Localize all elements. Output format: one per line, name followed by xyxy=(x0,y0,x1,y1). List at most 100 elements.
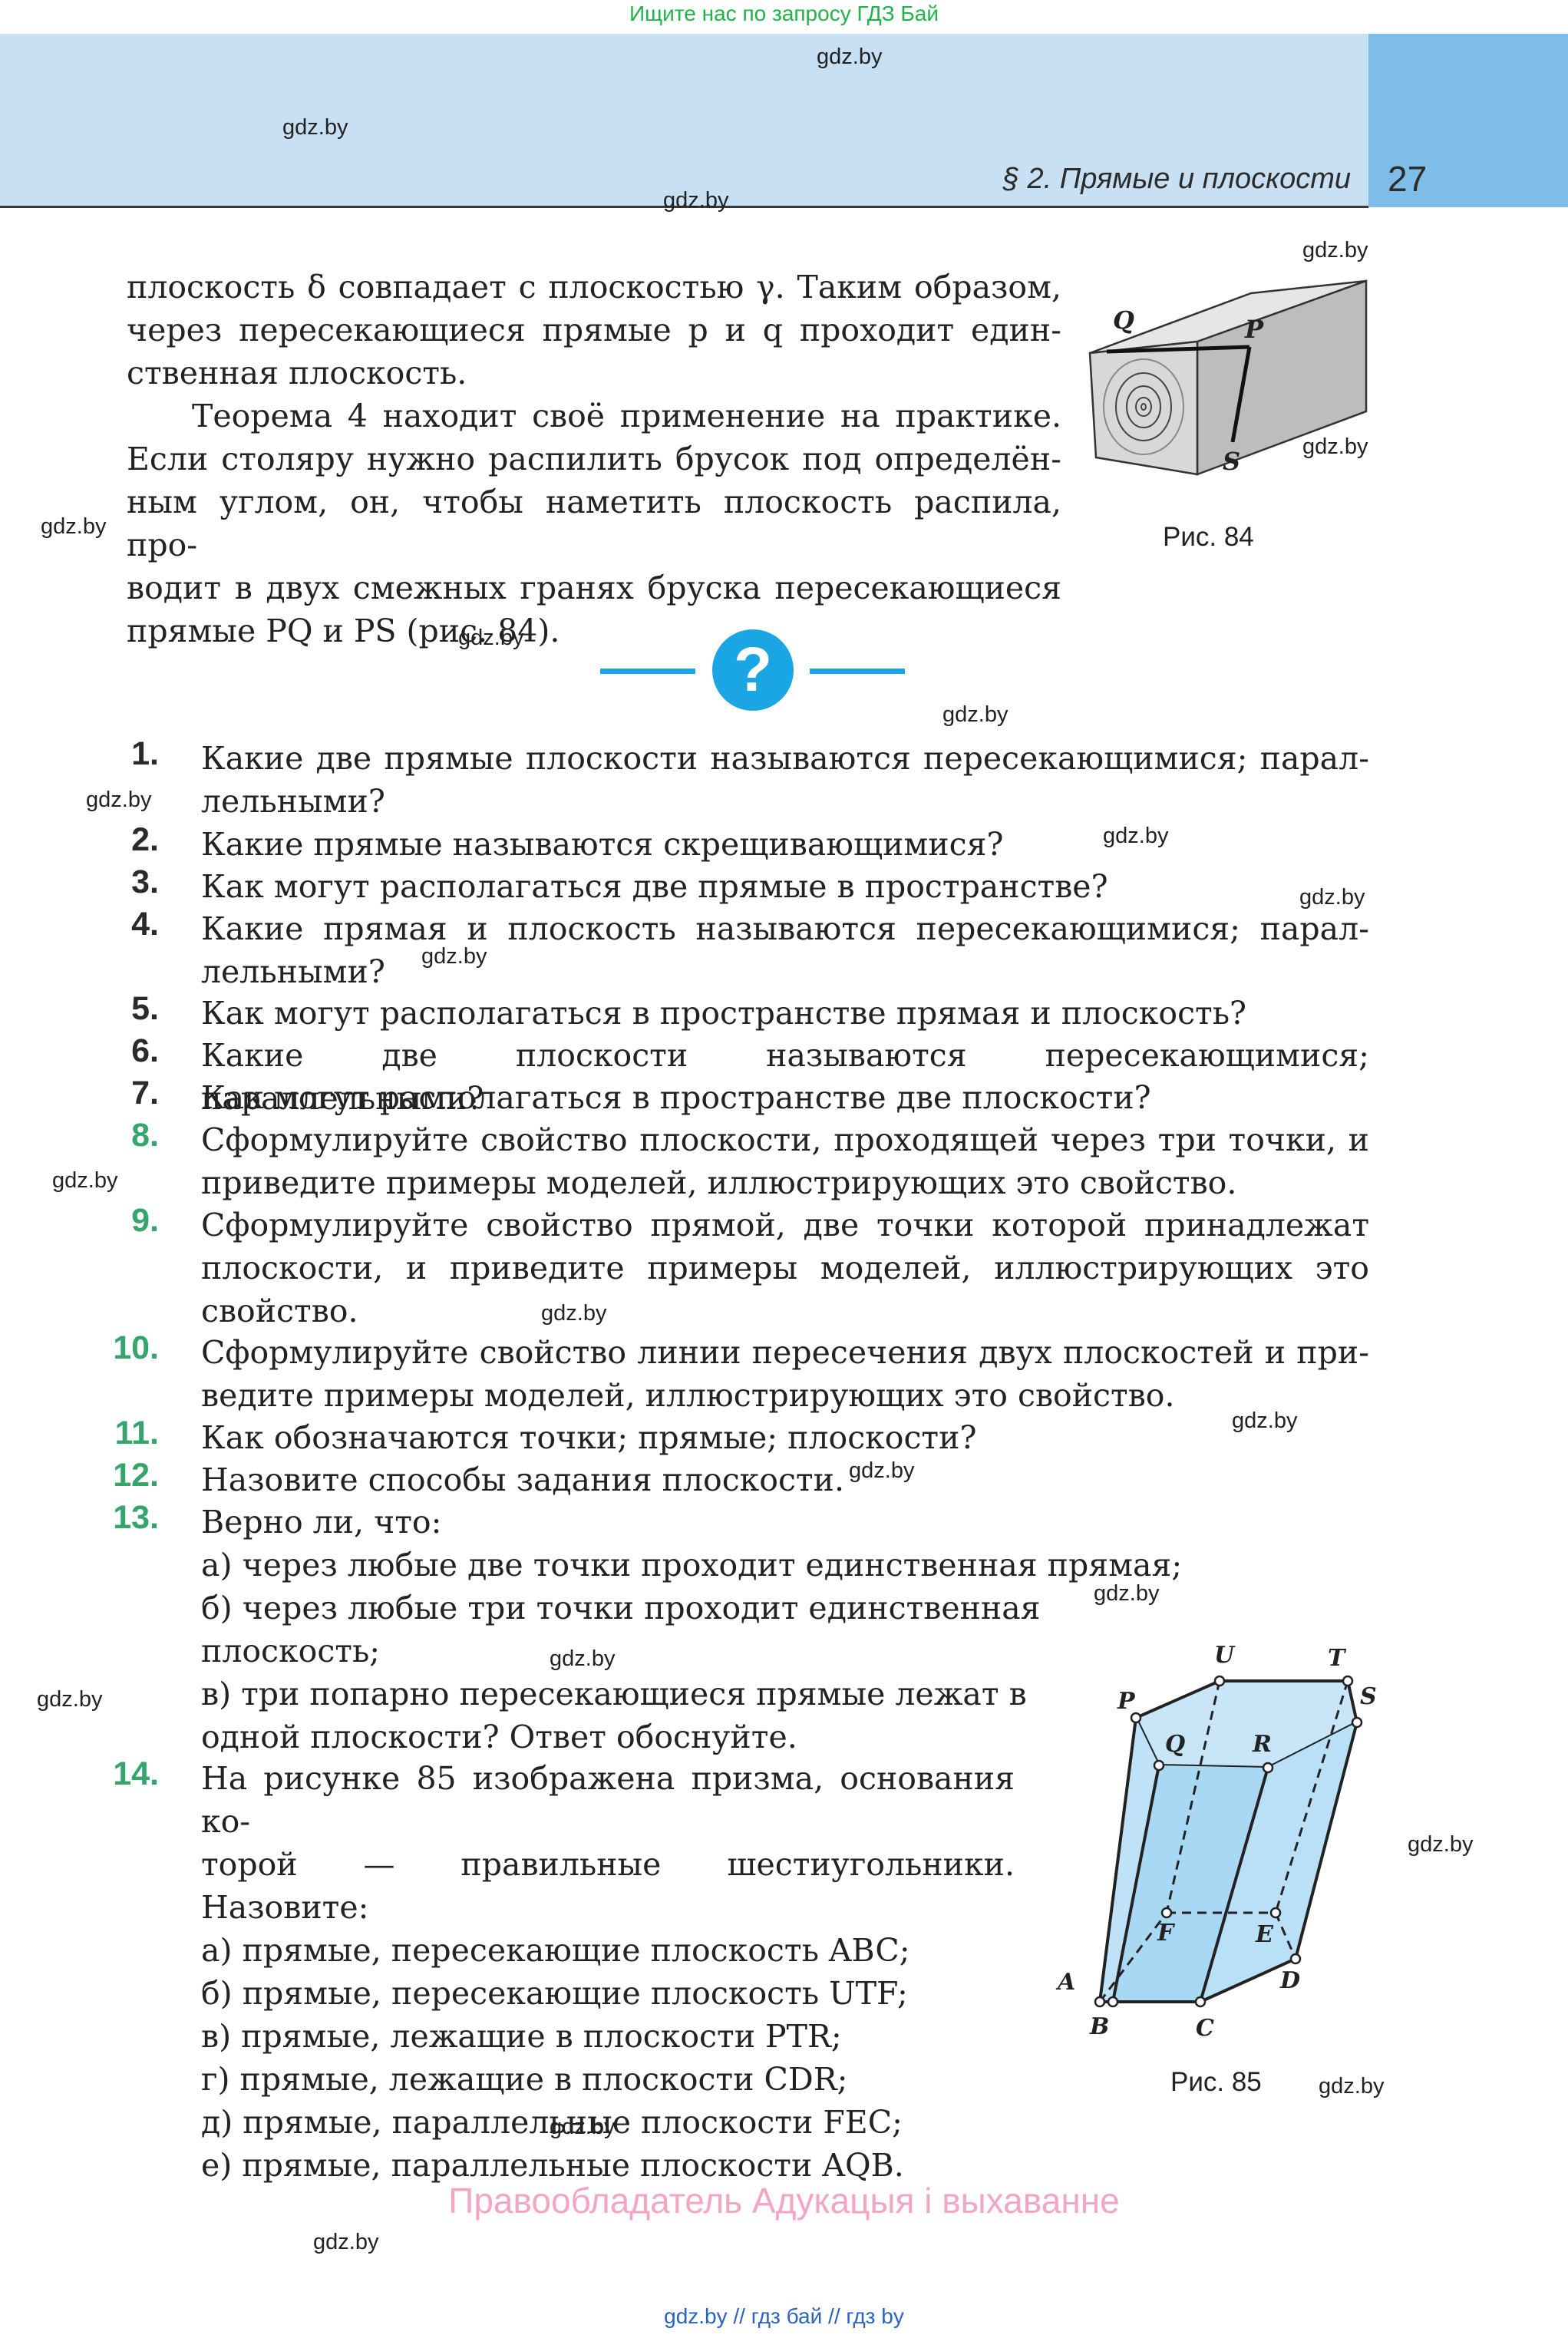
watermark: gdz.by xyxy=(849,1458,915,1483)
question-number: 6. xyxy=(131,1032,159,1069)
question-text: Верно ли, что: а) через любые две точки … xyxy=(201,1501,1369,1758)
fig84-caption: Рис. 84 xyxy=(1163,522,1254,552)
question-line: а) прямые, пересекающие плоскость ABC; xyxy=(201,1932,910,1969)
watermark: gdz.by xyxy=(52,1168,118,1193)
watermark: gdz.by xyxy=(1319,2074,1385,2099)
question-number: 11. xyxy=(114,1415,159,1451)
question-line: торой — правильные шестиугольники. Назов… xyxy=(201,1846,1015,1926)
question-line: Как могут располагаться в пространстве д… xyxy=(201,1079,1151,1116)
question-number: 7. xyxy=(131,1075,159,1111)
top-search-link[interactable]: Ищите нас по запросу ГДЗ Бай xyxy=(629,2,939,25)
question-number: 1. xyxy=(131,735,159,772)
fig85-label-u: U xyxy=(1214,1642,1236,1669)
watermark: gdz.by xyxy=(86,788,152,812)
fig85-caption: Рис. 85 xyxy=(1170,2067,1262,2097)
question-number: 2. xyxy=(131,821,159,858)
question-text: Назовите способы задания плоскости. xyxy=(201,1458,1369,1501)
question-line: Верно ли, что: xyxy=(201,1504,442,1541)
question-line: свойство. xyxy=(201,1293,358,1329)
fig85-label-t: T xyxy=(1328,1645,1347,1672)
question-line: лельными? xyxy=(201,953,385,990)
intro-line: Теорема 4 находит своё применение на пра… xyxy=(192,398,1061,434)
fig85-label-b: B xyxy=(1089,2013,1109,2040)
question-line: Как обозначаются точки; прямые; плоскост… xyxy=(201,1419,977,1456)
question-text: Какие две прямые плоскости называются пе… xyxy=(201,737,1369,823)
question-line: Какие прямые называются скрещивающимися? xyxy=(201,826,1004,863)
bottom-links[interactable]: gdz.by // гдз бай // гдз by xyxy=(664,2304,904,2328)
watermark: gdz.by xyxy=(1302,434,1368,459)
watermark: gdz.by xyxy=(550,1646,616,1671)
watermark: gdz.by xyxy=(1094,1581,1160,1606)
question-number: 4. xyxy=(131,906,159,943)
intro-line: прямые PQ и PS (рис. 84). xyxy=(127,613,560,649)
intro-line: через пересекающиеся прямые p и q проход… xyxy=(127,312,1061,348)
header-band xyxy=(0,34,1368,207)
question-text: Сформулируйте свойство линии пересечения… xyxy=(201,1331,1369,1417)
question-text: Сформулируйте свойство плоскости, проход… xyxy=(201,1118,1369,1204)
fig85-label-d: D xyxy=(1279,1967,1300,1994)
question-line: д) прямые, параллельные плоскости FEC; xyxy=(201,2104,903,2141)
fig85-label-s: S xyxy=(1360,1683,1377,1710)
page-number: 27 xyxy=(1388,159,1428,199)
question-text: Сформулируйте свойство прямой, две точки… xyxy=(201,1204,1369,1332)
intro-line: ным углом, он, чтобы наметить плоскость … xyxy=(127,484,1061,563)
watermark: gdz.by xyxy=(421,944,487,969)
question-line: одной плоскости? Ответ обоснуйте. xyxy=(201,1719,797,1755)
watermark: gdz.by xyxy=(41,514,107,539)
watermark: gdz.by xyxy=(313,2230,379,2254)
question-line: плоскость; xyxy=(201,1633,381,1669)
question-line: в) три попарно пересекающиеся прямые леж… xyxy=(201,1676,1027,1712)
intro-line: водит в двух смежных гранях бруска перес… xyxy=(127,570,1061,606)
question-line: плоскости, и приведите примеры моделей, … xyxy=(201,1250,1369,1286)
watermark: gdz.by xyxy=(458,626,524,650)
watermark: gdz.by xyxy=(282,115,348,140)
question-number: 14. xyxy=(113,1755,159,1792)
question-line: е) прямые, параллельные плоскости AQB. xyxy=(201,2147,904,2184)
intro-line: Если столяру нужно распилить брусок под … xyxy=(127,441,1061,477)
intro-text: плоскость δ совпадает с плоскостью γ. Та… xyxy=(127,266,1061,652)
question-line: б) прямые, пересекающие плоскость UTF; xyxy=(201,1975,908,2012)
question-number: 5. xyxy=(131,990,159,1027)
question-line: Сформулируйте свойство линии пересечения… xyxy=(201,1334,1369,1371)
question-number: 12. xyxy=(113,1457,159,1494)
question-line: г) прямые, лежащие в плоскости CDR; xyxy=(201,2061,848,2098)
watermark: gdz.by xyxy=(1408,1832,1474,1857)
fig85-label-q: Q xyxy=(1165,1731,1185,1758)
question-line: Как могут располагаться в пространстве п… xyxy=(201,995,1247,1032)
wood-rings-icon xyxy=(1103,358,1184,455)
question-line: Какие прямая и плоскость называются пере… xyxy=(201,910,1369,947)
divider-line-left xyxy=(600,669,695,674)
question-text: Как обозначаются точки; прямые; плоскост… xyxy=(201,1416,1369,1459)
question-line: лельными? xyxy=(201,783,385,820)
watermark: gdz.by xyxy=(1299,885,1365,910)
question-line: в) прямые, лежащие в плоскости PTR; xyxy=(201,2018,842,2055)
watermark: gdz.by xyxy=(541,1301,607,1326)
question-line: ведите примеры моделей, иллюстрирующих э… xyxy=(201,1377,1175,1414)
intro-line: плоскость δ совпадает с плоскостью γ. Та… xyxy=(127,269,1061,305)
fig84-label-s: S xyxy=(1223,447,1240,476)
watermark: gdz.by xyxy=(942,702,1008,727)
question-text: Какие две плоскости называются пересекаю… xyxy=(201,1034,1369,1120)
question-line: Сформулируйте свойство прямой, две точки… xyxy=(201,1207,1369,1243)
question-number: 3. xyxy=(131,864,159,900)
question-number: 9. xyxy=(131,1202,159,1239)
rights-holder-notice: Правообладатель Адукацыя і выхаванне xyxy=(448,2181,1120,2221)
fig84-bar-illustration: Q P S xyxy=(1088,279,1368,476)
fig85-label-r: R xyxy=(1252,1731,1272,1758)
fig85-label-f: F xyxy=(1157,1920,1176,1947)
fig84-label-q: Q xyxy=(1113,305,1134,335)
watermark: gdz.by xyxy=(1103,824,1169,848)
header-rule xyxy=(0,206,1368,208)
watermark: gdz.by xyxy=(663,188,729,213)
watermark: gdz.by xyxy=(1232,1408,1298,1433)
question-line: Назовите способы задания плоскости. xyxy=(201,1461,844,1498)
header-page-tab xyxy=(1368,34,1568,207)
question-line: На рисунке 85 изображена призма, основан… xyxy=(201,1760,1015,1840)
question-line: приведите примеры моделей, иллюстрирующи… xyxy=(201,1164,1237,1201)
section-title: § 2. Прямые и плоскости xyxy=(1002,163,1351,195)
question-text: Какие прямые называются скрещивающимися? xyxy=(201,823,1369,866)
question-number: 8. xyxy=(131,1117,159,1154)
fig85-label-a: A xyxy=(1055,1969,1075,1996)
question-number: 10. xyxy=(113,1329,159,1366)
fig85-prism-illustration: U T P S Q R F E A D B C xyxy=(1055,1642,1377,2042)
